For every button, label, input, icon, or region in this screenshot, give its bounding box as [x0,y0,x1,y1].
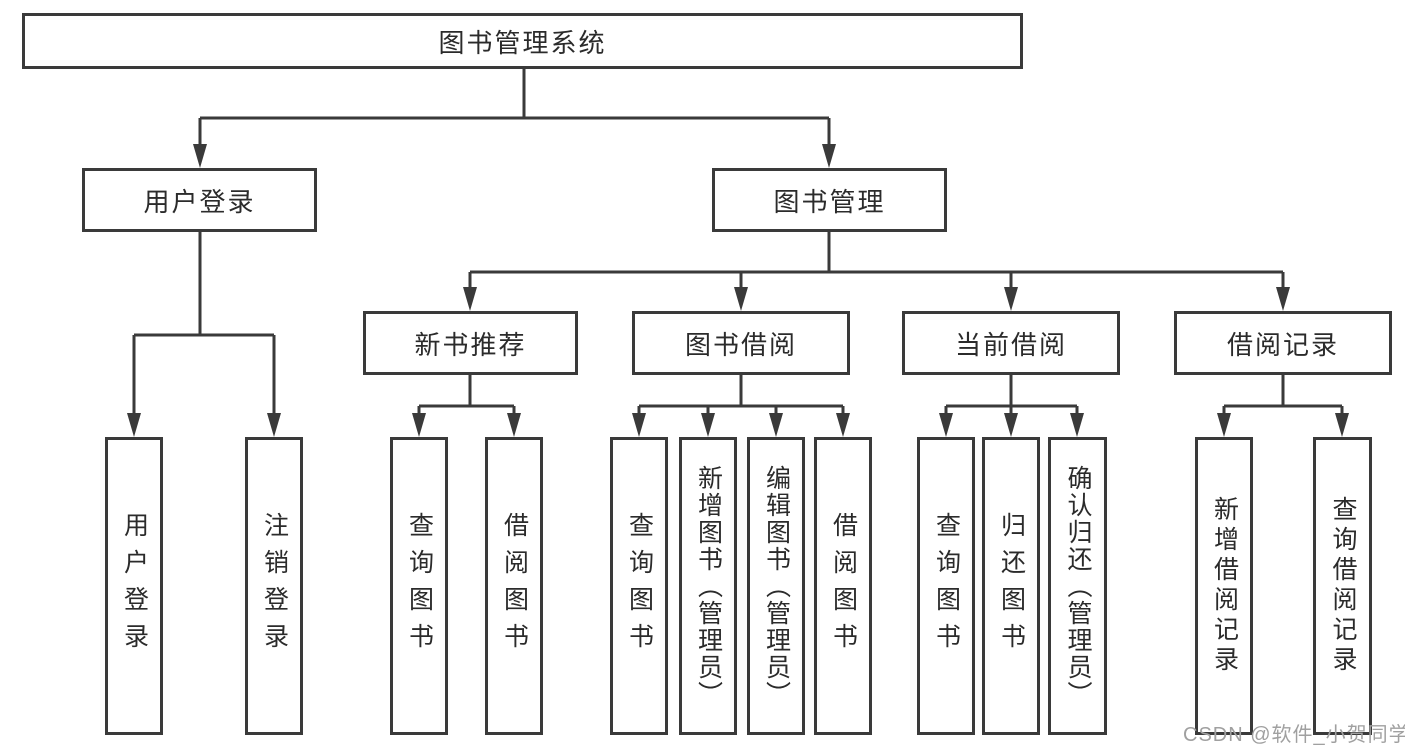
leaf-user-login: 用户登录 [105,437,163,735]
leaf-query-books-borrowing: 查询图书 [610,437,668,735]
leaf-borrow-books-recommendation-label: 借阅图书 [500,512,529,660]
leaf-query-books-recommendation: 查询图书 [390,437,448,735]
node-root: 图书管理系统 [22,13,1023,69]
leaf-query-books-recommendation-label: 查询图书 [405,512,434,660]
node-book-management: 图书管理 [712,168,947,232]
leaf-borrow-books-borrowing-label: 借阅图书 [829,512,858,660]
leaf-query-borrowing-record: 查询借阅记录 [1313,437,1372,735]
leaf-confirm-return-admin-label: 确认归还（管理员） [1064,464,1092,708]
node-current-borrowing: 当前借阅 [902,311,1120,375]
node-current-borrowing-label: 当前借阅 [954,329,1067,360]
node-user-login: 用户登录 [82,168,317,232]
leaf-logout-label: 注销登录 [260,512,289,660]
node-book-borrowing-label: 图书借阅 [684,329,797,360]
node-borrowing-records: 借阅记录 [1174,311,1392,375]
leaf-borrow-books-borrowing: 借阅图书 [814,437,872,735]
leaf-add-borrowing-record-label: 新增借阅记录 [1210,496,1239,676]
leaf-add-book-admin-label: 新增图书（管理员） [694,464,723,708]
leaf-query-books-borrowing-label: 查询图书 [625,512,654,660]
node-new-book-recommendation-label: 新书推荐 [414,329,527,360]
leaf-logout: 注销登录 [245,437,303,735]
node-borrowing-records-label: 借阅记录 [1226,329,1339,360]
node-user-login-label: 用户登录 [143,186,256,217]
leaf-query-borrowing-record-label: 查询借阅记录 [1329,496,1357,676]
csdn-watermark: CSDN @软件_小贺同学 [1183,724,1405,746]
leaf-user-login-label: 用户登录 [120,512,149,660]
leaf-edit-book-admin: 编辑图书（管理员） [747,437,805,735]
leaf-add-book-admin: 新增图书（管理员） [679,437,737,735]
leaf-add-borrowing-record: 新增借阅记录 [1195,437,1253,735]
node-new-book-recommendation: 新书推荐 [363,311,578,375]
arrowheads [127,144,1349,437]
leaf-edit-book-admin-label: 编辑图书（管理员） [762,464,791,708]
leaf-return-books: 归还图书 [982,437,1040,735]
leaf-return-books-label: 归还图书 [997,512,1026,660]
leaf-query-books-current-label: 查询图书 [932,512,961,660]
node-root-label: 图书管理系统 [438,27,607,58]
node-book-management-label: 图书管理 [773,186,886,217]
node-book-borrowing: 图书借阅 [632,311,850,375]
leaf-confirm-return-admin: 确认归还（管理员） [1048,437,1107,735]
leaf-borrow-books-recommendation: 借阅图书 [485,437,543,735]
leaf-query-books-current: 查询图书 [917,437,975,735]
